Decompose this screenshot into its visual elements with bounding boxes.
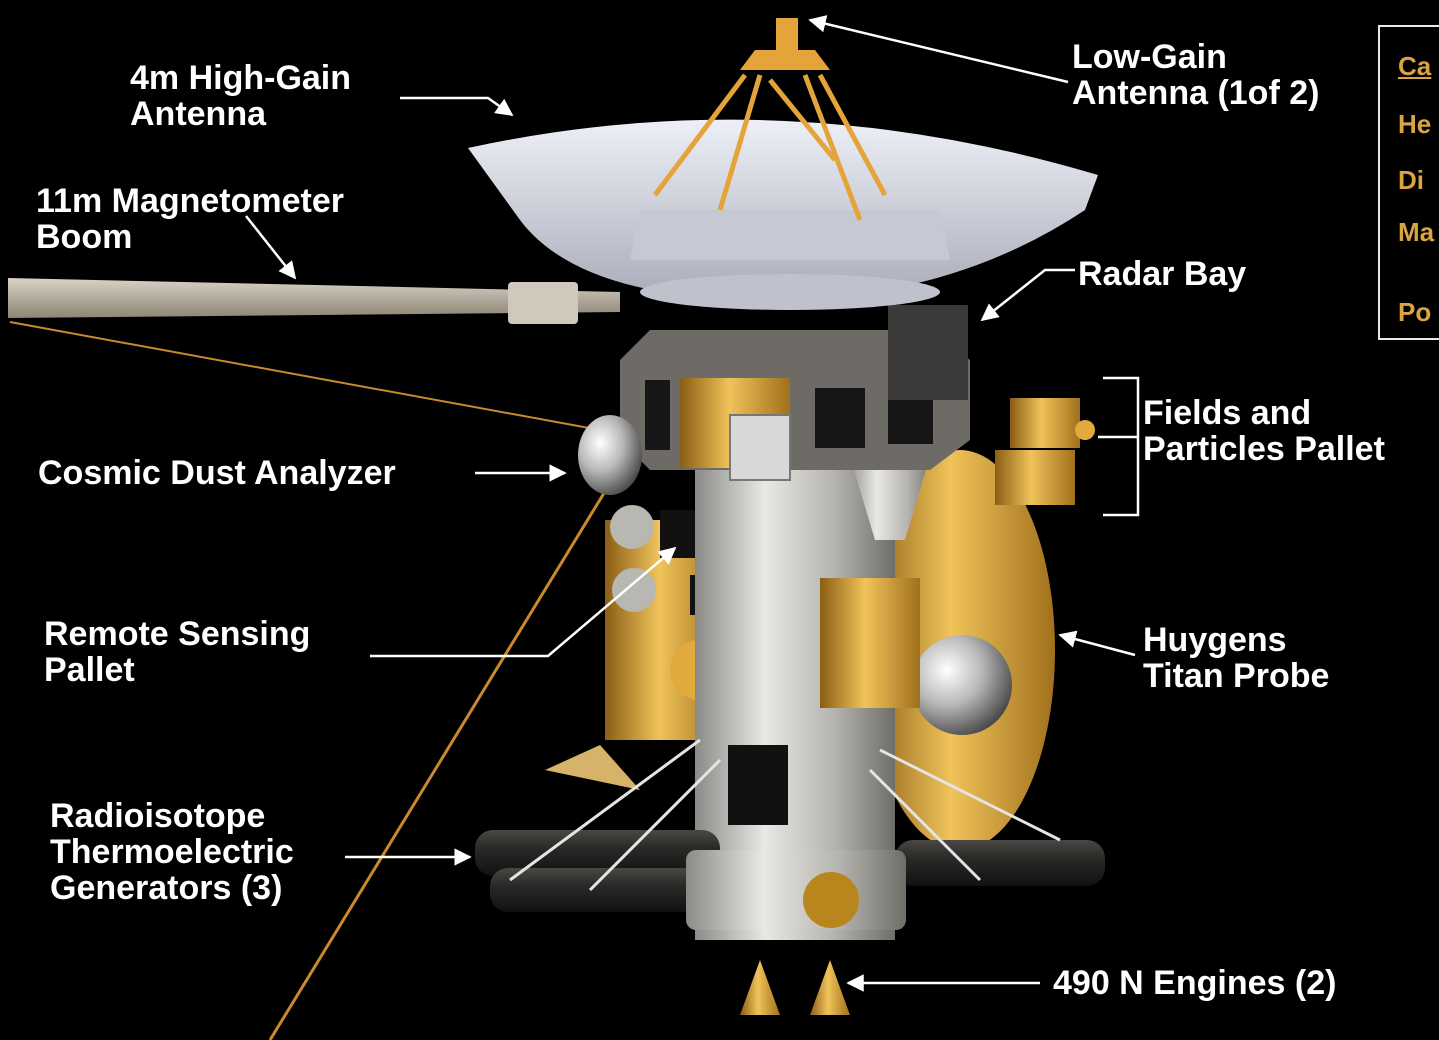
label-engines: 490 N Engines (2) (1053, 964, 1337, 1002)
label-line: Thermoelectric (50, 833, 294, 871)
specs-box: Ca He Di Ma Po (1378, 25, 1439, 340)
label-fields-particles: Fields and Particles Pallet (1143, 395, 1385, 467)
fields-particles-instruments (995, 398, 1095, 505)
label-line: Pallet (44, 651, 135, 689)
label-low-gain-antenna: Low-Gain Antenna (1of 2) (1072, 39, 1319, 111)
low-gain-antenna (653, 73, 888, 221)
label-high-gain-antenna: 4m High-Gain Antenna (130, 60, 351, 132)
specs-row: He (1398, 109, 1432, 139)
label-line: Low-Gain (1072, 38, 1227, 76)
label-line: Boom (36, 218, 133, 256)
high-gain-antenna (468, 119, 1098, 310)
label-line: 11m Magnetometer (36, 182, 344, 220)
callout-arrows (245, 15, 1136, 992)
label-remote-sensing-pallet: Remote Sensing Pallet (44, 616, 310, 688)
label-line: Antenna (1of 2) (1072, 74, 1320, 112)
magnetometer-boom (8, 278, 620, 324)
radar-bay (888, 305, 968, 400)
label-line: Remote Sensing (44, 615, 311, 653)
low-gain-antenna-top (740, 18, 830, 70)
label-huygens-probe: Huygens Titan Probe (1143, 622, 1329, 694)
cosmic-dust-analyzer (578, 415, 642, 495)
lower-section (686, 850, 906, 930)
label-radar-bay: Radar Bay (1078, 255, 1247, 293)
rtg-generators (475, 745, 1105, 912)
electronics-bus (620, 330, 970, 481)
label-line: Fields and (1143, 394, 1312, 432)
label-line: Huygens (1143, 621, 1287, 659)
specs-row: Di (1398, 165, 1424, 195)
label-line: Generators (3) (50, 869, 283, 907)
label-line: Particles Pallet (1143, 430, 1385, 468)
label-line: 4m High-Gain (130, 59, 352, 97)
label-magnetometer-boom: 11m Magnetometer Boom (36, 183, 344, 255)
engine-nozzles (740, 960, 850, 1015)
specs-row: Ma (1398, 217, 1435, 247)
antenna-wire (268, 479, 614, 1040)
huygens-probe (865, 450, 1055, 850)
specs-title: Ca (1398, 51, 1432, 81)
label-line: Titan Probe (1143, 657, 1330, 695)
label-cosmic-dust-analyzer: Cosmic Dust Analyzer (38, 454, 396, 492)
fields-bracket (1098, 376, 1140, 517)
specs-row: Po (1398, 297, 1432, 327)
antenna-wire (9, 321, 601, 431)
label-line: Radioisotope (50, 797, 266, 835)
label-rtg: Radioisotope Thermoelectric Generators (… (50, 798, 294, 906)
support-struts (509, 738, 1061, 892)
label-line: Antenna (130, 95, 266, 133)
